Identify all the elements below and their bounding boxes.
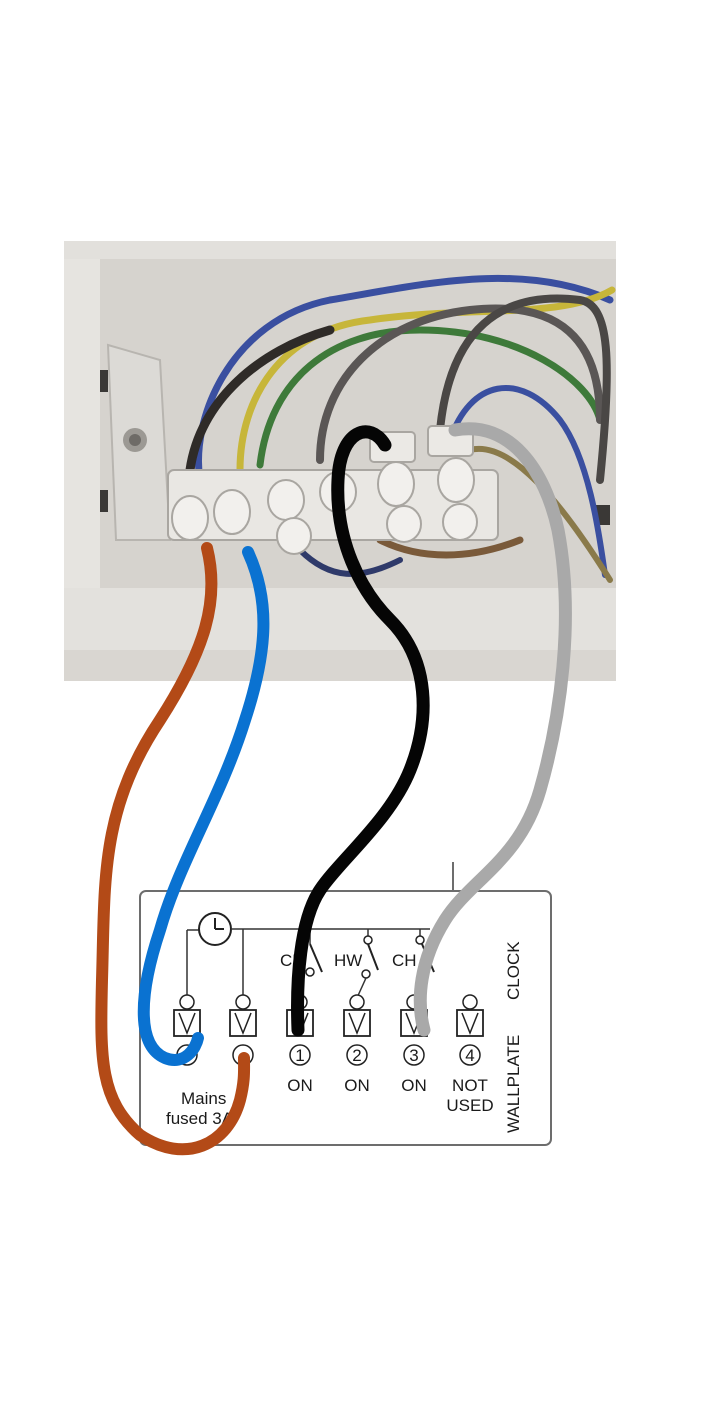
terminal-state-2: ON [344,1076,370,1095]
terminal-number-1: 1 [295,1046,304,1065]
mains-label-line1: Mains [181,1089,226,1108]
terminal-number-3: 3 [409,1046,418,1065]
box-top-edge [64,241,616,259]
switch-label-hw: HW [334,951,362,970]
wire-blue [137,546,270,1066]
terminal-state-1: ON [287,1076,313,1095]
terminal-number-2: 2 [352,1046,361,1065]
wire-black [291,425,430,1037]
overlay-wires [95,422,572,1156]
terminal-3: 2 [343,994,371,1066]
box-left-wall [64,259,100,681]
switch-ch-1 [309,943,323,973]
switch-hw [367,943,379,971]
side-label-clock: CLOCK [504,941,523,1000]
side-label-wallplate: WALLPLATE [504,1035,523,1133]
terminal-state-3: ON [401,1076,427,1095]
switch-label-ch-2: CH [392,951,417,970]
wire-brown [95,542,251,1156]
wire-grey [413,422,572,1037]
mains-label-line2: fused 3A [166,1109,234,1128]
box-front-edge [64,650,616,681]
terminal-5: 4 [456,994,484,1066]
terminal-number-4: 4 [465,1046,474,1065]
terminal-row: 1 2 3 4 [173,994,484,1066]
cable-bundle [185,274,616,583]
